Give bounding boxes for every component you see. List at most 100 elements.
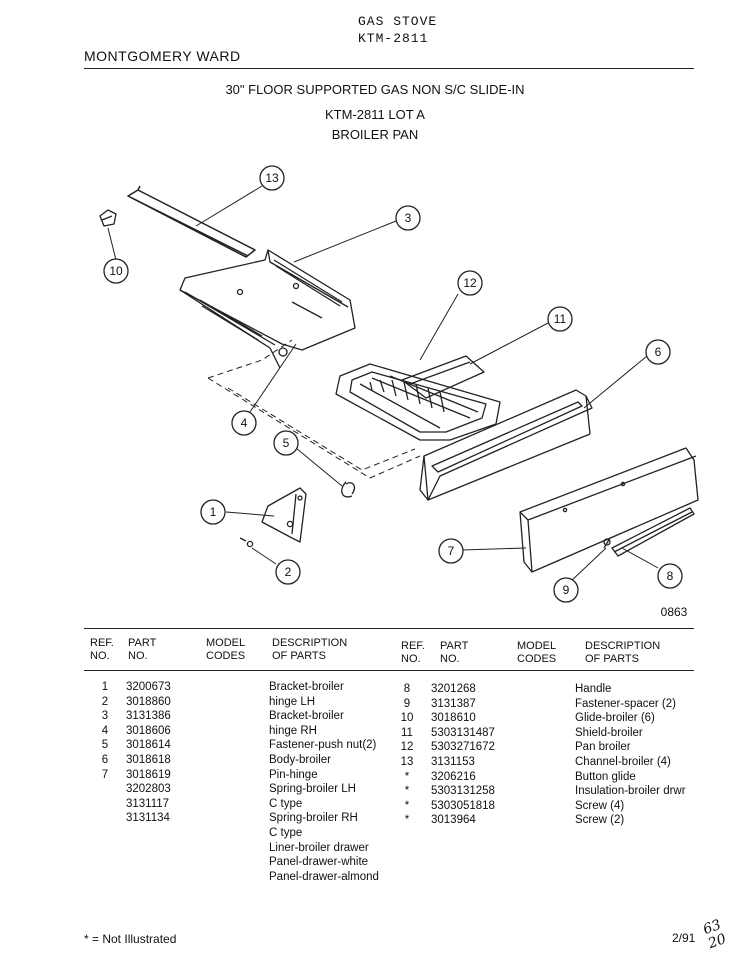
description-cell: Screw (2) — [575, 814, 625, 827]
part-number-cell: 3018619 — [126, 768, 171, 781]
ref-cell: 3 — [101, 710, 109, 723]
ref-cell: * — [404, 799, 410, 812]
callout-circle-12 — [457, 270, 483, 296]
description-cell: Fastener-spacer (2) — [575, 697, 676, 710]
description-cell: Panel-drawer-white — [269, 856, 369, 869]
callout-label-9: 9 — [563, 583, 570, 597]
callout-label-3: 3 — [405, 211, 412, 225]
column-header-part-right: PART NO. — [440, 640, 469, 665]
callout-label-12: 12 — [463, 276, 477, 290]
push-nut-part — [239, 537, 254, 548]
description-cell: Insulation-broiler drwr — [575, 785, 686, 798]
fastener-spacer-part — [99, 209, 117, 227]
column-header-description: DESCRIPTION OF PARTS — [272, 637, 348, 662]
description-cell: Handle — [575, 683, 612, 695]
description-cell: Button glide — [575, 770, 636, 783]
description-cell: C type — [269, 826, 303, 839]
column-header-model-right: MODEL CODES — [517, 640, 557, 665]
screw-part — [603, 537, 611, 549]
callout-circle-5 — [273, 430, 299, 456]
brand-name: MONTGOMERY WARD — [84, 48, 241, 64]
part-number-cell: 5303271672 — [431, 741, 495, 754]
part-number-cell: 3131134 — [126, 812, 170, 825]
part-number-cell: 5303051818 — [431, 799, 495, 812]
ref-cell: 5 — [101, 739, 109, 752]
part-number-cell: 5303131258 — [431, 785, 495, 798]
ref-cell: 2 — [101, 695, 109, 708]
callout-circle-3 — [395, 205, 421, 231]
description-cell: Fastener-push nut(2) — [269, 739, 377, 752]
right-ref-column: 8 9 10 11 12 13 * * * * — [396, 682, 418, 828]
callout-label-7: 7 — [448, 544, 455, 558]
description-cell: Glide-broiler (6) — [575, 712, 655, 725]
ref-cell: 7 — [101, 768, 109, 781]
description-cell: Bracket-broiler — [269, 710, 344, 723]
callout-circle-9 — [553, 577, 579, 603]
callout-circle-13 — [259, 165, 285, 191]
ref-cell: 11 — [401, 726, 413, 739]
ref-cell: * — [404, 814, 410, 827]
description-cell: Spring-broiler LH — [269, 783, 356, 796]
document-title-line2: KTM-2811 — [358, 31, 429, 46]
drawer-liner-part — [419, 389, 593, 501]
part-number-cell: 3018860 — [126, 695, 171, 708]
column-header-ref-right: REF. NO. — [401, 640, 425, 665]
handwritten-note: 63 20 — [701, 916, 729, 953]
exploded-parts-diagram: 13 3 10 12 11 6 4 5 1 2 7 8 9 0863 — [99, 165, 699, 619]
figure-code: 0863 — [661, 605, 688, 619]
part-number-cell: 5303131487 — [431, 726, 495, 739]
description-cell: Channel-broiler (4) — [575, 755, 671, 768]
callout-label-10: 10 — [109, 264, 123, 278]
column-header-part: PART NO. — [128, 637, 157, 662]
part-number-cell: 3206216 — [431, 770, 476, 783]
ref-cell: 8 — [403, 683, 411, 695]
ref-cell: 1 — [101, 681, 109, 693]
left-description-column: Bracket-broiler hinge LH Bracket-broiler… — [269, 680, 379, 884]
callout-circle-7 — [438, 538, 464, 564]
header-rule — [84, 68, 694, 69]
description-cell: Screw (4) — [575, 799, 625, 812]
part-number-cell: 3200673 — [126, 681, 171, 693]
broiler-body-part — [179, 249, 356, 369]
part-number-cell: 3018610 — [431, 712, 476, 725]
part-number-cell: 3131386 — [126, 710, 171, 723]
part-number-cell: 3202803 — [126, 783, 171, 796]
description-cell: Shield-broiler — [575, 726, 643, 739]
table-header-rule — [84, 670, 694, 671]
ref-cell: 4 — [101, 724, 109, 737]
drawer-outline — [207, 339, 421, 479]
callout-circle-11 — [547, 306, 573, 332]
section-title: BROILER PAN — [331, 127, 419, 142]
hinge-bracket-part — [261, 487, 307, 543]
document-title-line1: GAS STOVE — [358, 14, 438, 29]
not-illustrated-note: * = Not Illustrated — [84, 932, 177, 946]
right-part-column: 3201268 3131387 3018610 5303131487 53032… — [431, 682, 495, 828]
broiler-shield-part — [401, 355, 485, 399]
description-cell: Panel-drawer-almond — [269, 870, 379, 883]
callout-label-8: 8 — [667, 569, 674, 583]
description-cell: Pin-hinge — [269, 768, 318, 781]
callout-label-1: 1 — [210, 505, 217, 519]
part-number-cell: 3013964 — [431, 814, 476, 827]
part-number-cell: 3131153 — [431, 755, 475, 768]
revision-date: 2/91 — [672, 931, 696, 945]
callout-circle-8 — [657, 563, 683, 589]
ref-cell: * — [404, 785, 410, 798]
description-cell: C type — [269, 797, 303, 810]
part-number-cell: 3131387 — [431, 697, 476, 710]
leader-lines — [107, 185, 659, 583]
ref-cell: 12 — [400, 741, 414, 754]
drawer-panel-part — [519, 447, 699, 573]
part-number-cell: 3018614 — [126, 739, 171, 752]
description-cell: Liner-broiler drawer — [269, 841, 369, 854]
page-title: 30" FLOOR SUPPORTED GAS NON S/C SLIDE-IN — [225, 82, 525, 97]
description-cell: Bracket-broiler — [269, 681, 344, 693]
description-cell: hinge LH — [269, 695, 316, 708]
ref-cell: * — [404, 770, 410, 783]
ref-cell: 6 — [101, 753, 109, 766]
callout-circle-4 — [231, 410, 257, 436]
column-header-description-right: DESCRIPTION OF PARTS — [585, 640, 661, 665]
column-header-model: MODEL CODES — [206, 637, 246, 662]
description-cell: Pan broiler — [575, 741, 631, 754]
column-header-ref: REF. NO. — [90, 637, 114, 662]
